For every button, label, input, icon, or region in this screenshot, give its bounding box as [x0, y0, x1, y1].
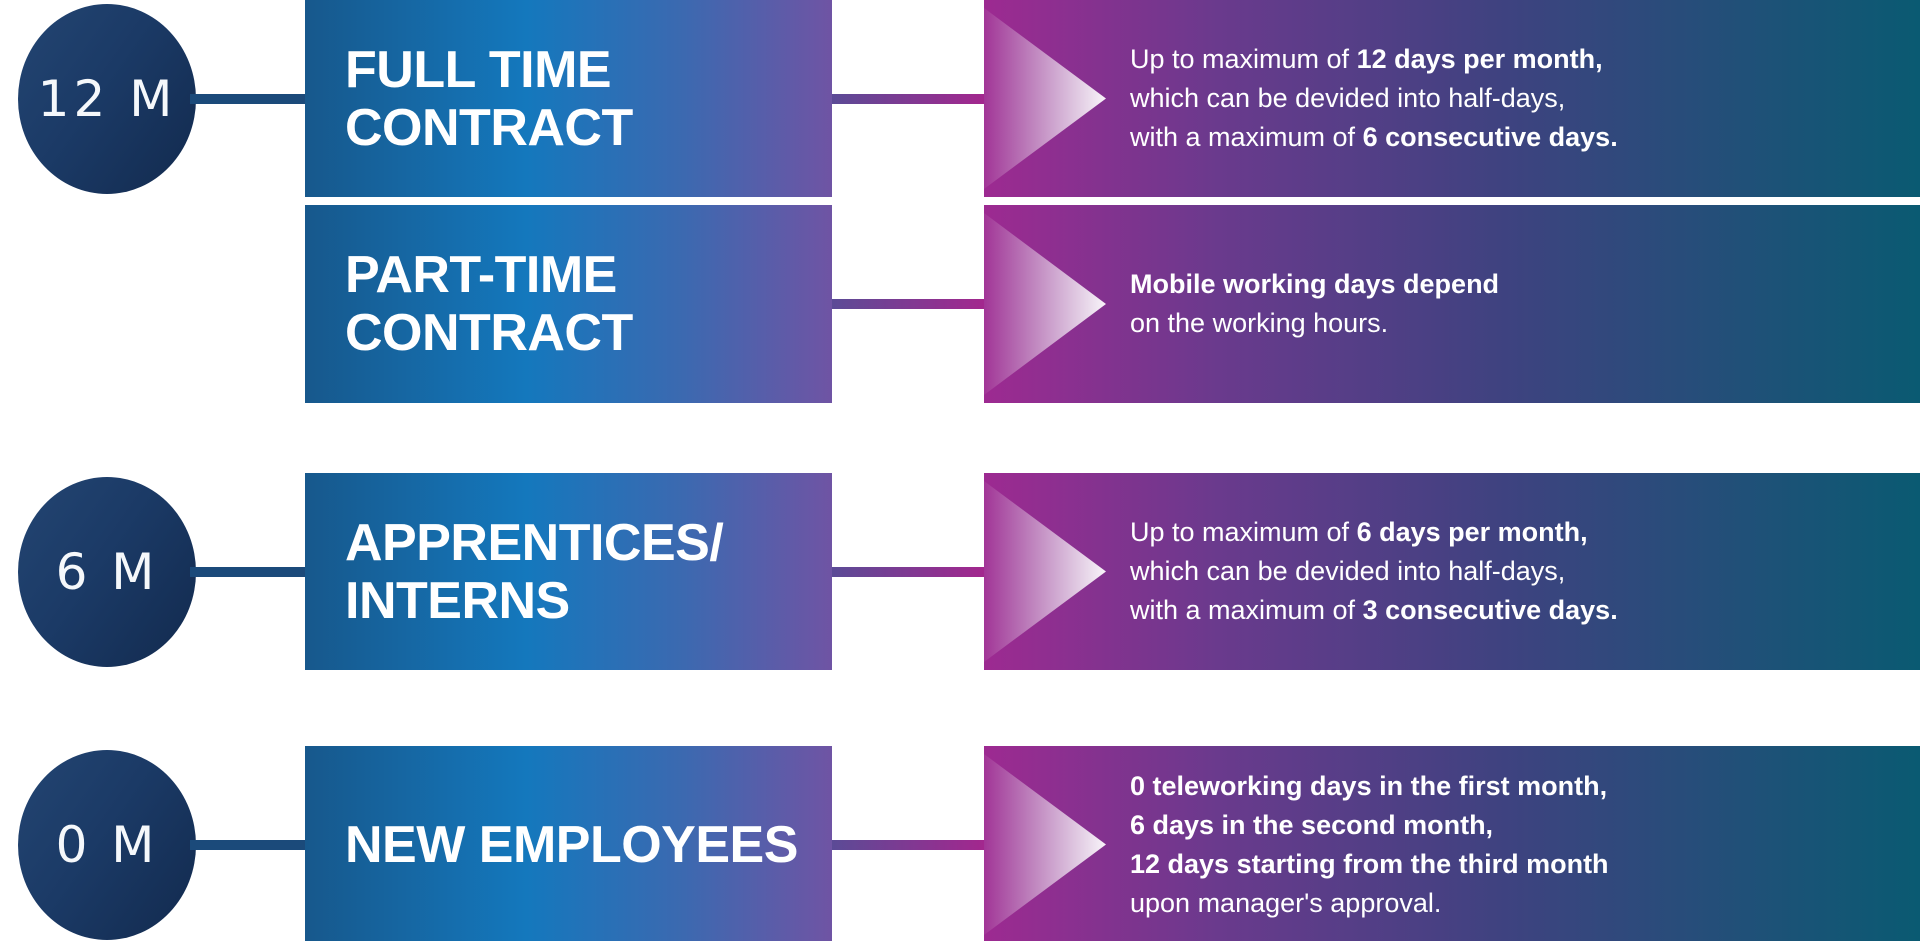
result-connector-line [832, 93, 984, 104]
months-circle-label: 12 M [37, 69, 177, 128]
result-box-part-time: Mobile working days depend on the workin… [984, 205, 1920, 403]
category-title-line: APPRENTICES/ [345, 513, 724, 572]
chevron-right-icon [984, 481, 1106, 662]
row-new-employees: 0 M NEW EMPLOYEES 0 teleworking days in … [0, 746, 1920, 941]
category-title-line: CONTRACT [345, 304, 633, 362]
row-part-time-contract: PART-TIME CONTRACT Mobile working days d… [0, 205, 1920, 403]
months-circle-0m: 0 M [18, 749, 196, 940]
detail-line: Up to maximum of 6 days per month, [1130, 517, 1588, 547]
result-connector-line [832, 299, 984, 309]
result-box-apprentices: Up to maximum of 6 days per month, which… [984, 473, 1920, 670]
category-title-line: INTERNS [345, 571, 570, 630]
detail-line: which can be devided into half-days, [1130, 83, 1566, 113]
category-title-line: CONTRACT [345, 98, 633, 157]
category-box-part-time: PART-TIME CONTRACT [305, 205, 832, 403]
category-box-new-employees: NEW EMPLOYEES [305, 746, 832, 941]
detail-line: 12 days starting from the third month [1130, 848, 1609, 879]
result-connector-line [832, 566, 984, 577]
category-title-line: NEW EMPLOYEES [345, 815, 798, 874]
months-circle-12m: 12 M [18, 3, 196, 194]
detail-line: on the working hours. [1130, 308, 1389, 338]
result-box-new-employees: 0 teleworking days in the first month, 6… [984, 746, 1920, 941]
circle-connector-line [190, 566, 306, 577]
category-title-line: FULL TIME [345, 40, 612, 99]
detail-line: with a maximum of 6 consecutive days. [1130, 122, 1618, 152]
months-circle-label: 6 M [55, 542, 159, 601]
chevron-right-icon [984, 8, 1106, 189]
row-full-time-contract: 12 M FULL TIME CONTRACT Up to maximum of… [0, 0, 1920, 197]
chevron-right-icon [984, 213, 1106, 395]
detail-line: upon manager's approval. [1130, 887, 1442, 918]
detail-line: 6 days in the second month, [1130, 809, 1494, 840]
chevron-right-icon [984, 754, 1106, 935]
result-box-full-time: Up to maximum of 12 days per month, whic… [984, 0, 1920, 197]
months-circle-6m: 6 M [18, 476, 196, 667]
circle-connector-line [190, 839, 306, 850]
months-circle-label: 0 M [55, 815, 159, 874]
detail-line: with a maximum of 3 consecutive days. [1130, 595, 1618, 625]
detail-line: which can be devided into half-days, [1130, 556, 1566, 586]
result-connector-line [832, 839, 984, 850]
category-title-line: PART-TIME [345, 246, 617, 304]
category-box-full-time: FULL TIME CONTRACT [305, 0, 832, 197]
category-box-apprentices: APPRENTICES/ INTERNS [305, 473, 832, 670]
detail-line: 0 teleworking days in the first month, [1130, 770, 1608, 801]
detail-line: Mobile working days depend [1130, 269, 1500, 299]
row-apprentices-interns: 6 M APPRENTICES/ INTERNS Up to maximum o… [0, 473, 1920, 670]
detail-line: Up to maximum of 12 days per month, [1130, 44, 1603, 74]
circle-connector-line [190, 93, 306, 104]
